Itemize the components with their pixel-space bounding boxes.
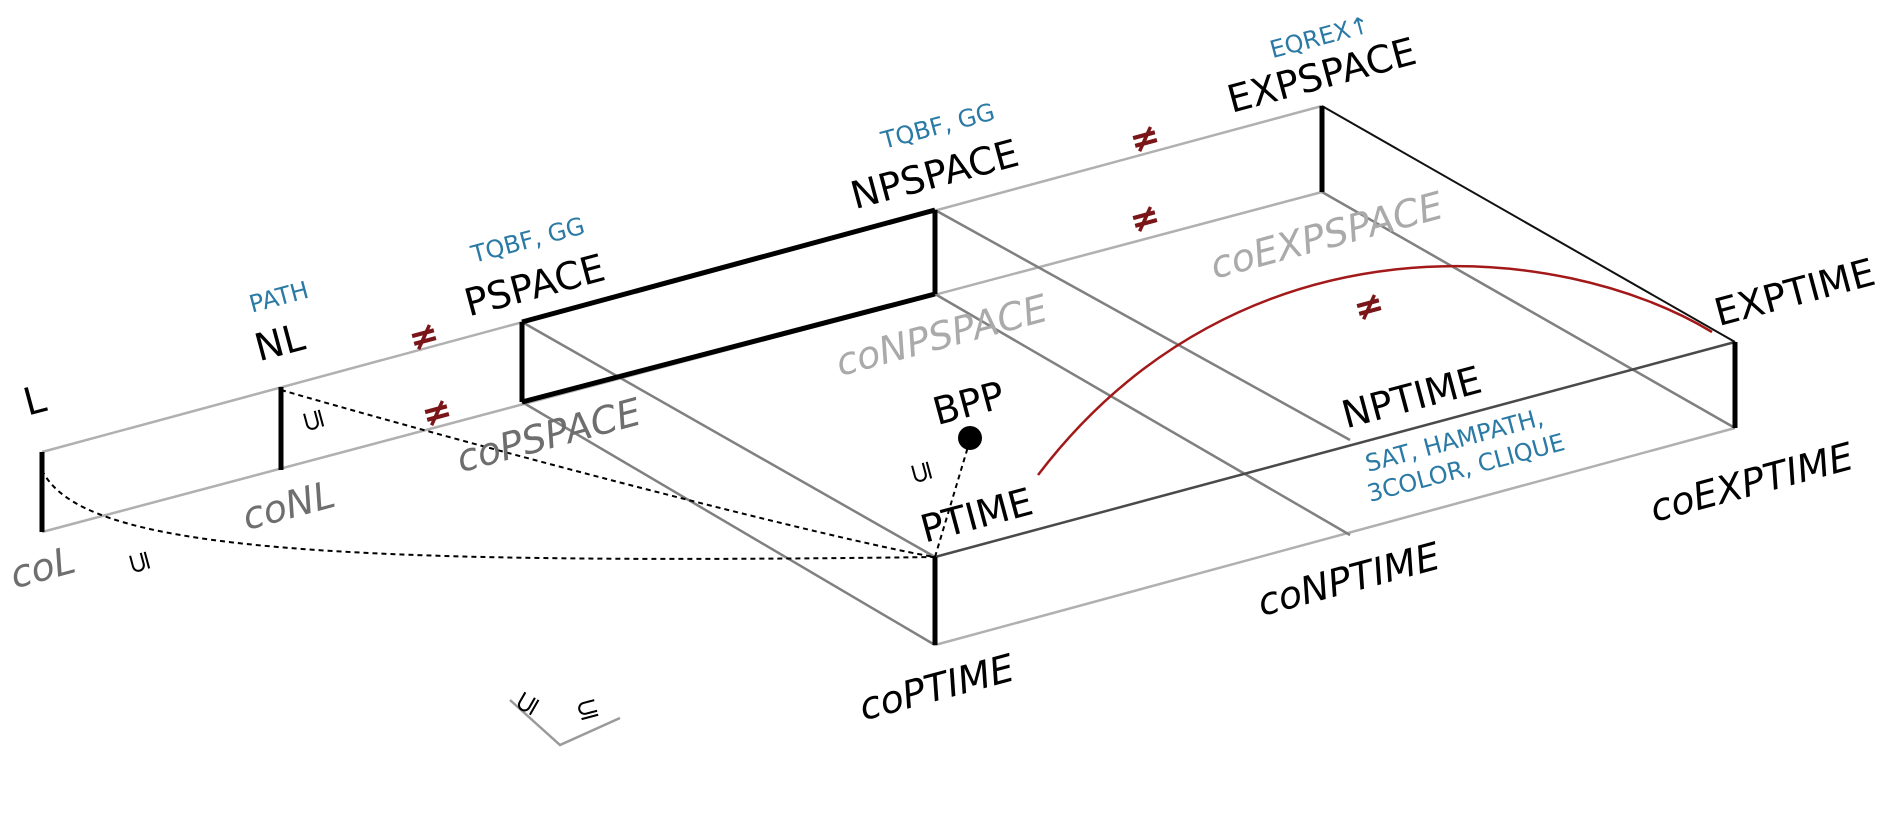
label-NL: NL	[250, 315, 309, 370]
bpp-dot	[958, 426, 982, 450]
subset-l-ptime: ⊆	[120, 547, 158, 578]
axis-subset-right: ⊆	[572, 690, 603, 728]
label-coEXPSPACE: coEXPSPACE	[1206, 183, 1448, 287]
not-equal-conpspace-coexpspace: ≠	[1125, 195, 1165, 242]
not-equal-npspace-expspace: ≠	[1125, 115, 1165, 162]
problem-path: PATH	[246, 276, 311, 319]
label-EXPTIME: EXPTIME	[1710, 250, 1880, 335]
gray-diagonals	[521, 190, 1736, 647]
vertical-equalities	[39, 106, 1738, 645]
pspace-npspace-box	[519, 207, 938, 405]
label-coNL: coNL	[238, 472, 340, 539]
label-coL: coL	[5, 538, 79, 597]
label-NPSPACE: NPSPACE	[846, 131, 1023, 218]
label-coPSPACE: coPSPACE	[452, 390, 646, 481]
axes-glyph: ⊆ ⊆	[507, 685, 621, 747]
label-coNPTIME: coNPTIME	[1253, 534, 1445, 625]
ptime-exptime-edge	[934, 340, 1736, 559]
subset-ptime-bpp: ⊆	[902, 457, 940, 488]
label-BPP: BPP	[928, 373, 1009, 434]
not-equal-ptime-exptime: ≠	[1349, 283, 1389, 330]
subset-dotted-curves	[41, 389, 971, 560]
ptime-exptime-separation-arc	[1037, 264, 1713, 476]
label-coEXPTIME: coEXPTIME	[1645, 434, 1858, 530]
label-coPTIME: coPTIME	[854, 646, 1018, 729]
subset-nl-ptime: ⊆	[294, 405, 332, 436]
label-L: L	[19, 376, 51, 424]
label-coNPSPACE: coNPSPACE	[831, 286, 1052, 385]
label-PTIME: PTIME	[916, 479, 1038, 551]
axis-subset-left: ⊆	[507, 685, 547, 722]
expspace-exptime-edge	[1321, 105, 1736, 343]
